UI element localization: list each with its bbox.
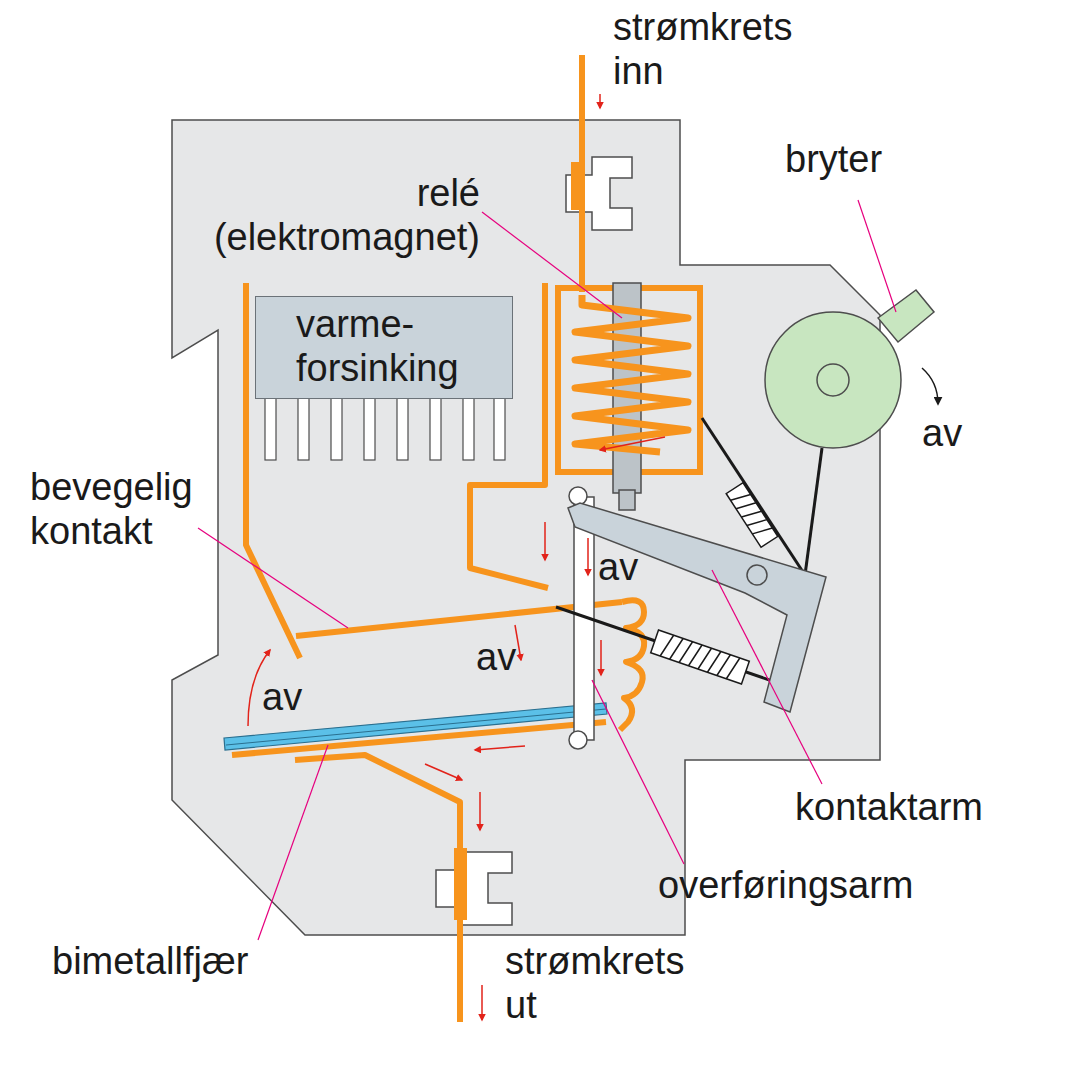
- transfer-arm-pin: [569, 487, 587, 505]
- direction-label: av: [262, 676, 302, 720]
- part-label: relé (elektromagnet): [214, 172, 480, 259]
- spring: [726, 483, 778, 548]
- relay-coil: [575, 295, 688, 452]
- housing: [172, 120, 880, 935]
- part-label: bryter: [785, 138, 882, 182]
- switch-knob: [878, 290, 934, 342]
- transfer-arm-pin: [569, 731, 587, 749]
- direction-label: av: [922, 412, 962, 456]
- contact-arm: [568, 503, 826, 712]
- heat-sink-box: varme- forsinking: [255, 296, 513, 399]
- part-label: bimetallfjær: [52, 940, 248, 984]
- bottom-terminal: [436, 852, 512, 925]
- spring: [651, 630, 750, 684]
- node-text: varme- forsinking: [296, 303, 459, 390]
- switch-off-arrow: [922, 368, 938, 404]
- direction-label: av: [598, 546, 638, 590]
- relay-plunger: [619, 490, 635, 510]
- direction-label: av: [476, 636, 516, 680]
- input-label: strømkrets inn: [613, 6, 792, 93]
- part-label: overføringsarm: [658, 864, 914, 908]
- part-label: kontaktarm: [795, 786, 983, 830]
- part-label: bevegelig kontakt: [30, 466, 193, 553]
- heat-sink-fins: [265, 397, 505, 460]
- output-label: strømkrets ut: [505, 940, 684, 1027]
- switch-axle: [817, 364, 849, 396]
- contact-arm-pivot: [747, 565, 767, 585]
- top-terminal: [566, 157, 632, 230]
- switch-knob: [765, 312, 901, 448]
- leader-lines: [198, 200, 896, 940]
